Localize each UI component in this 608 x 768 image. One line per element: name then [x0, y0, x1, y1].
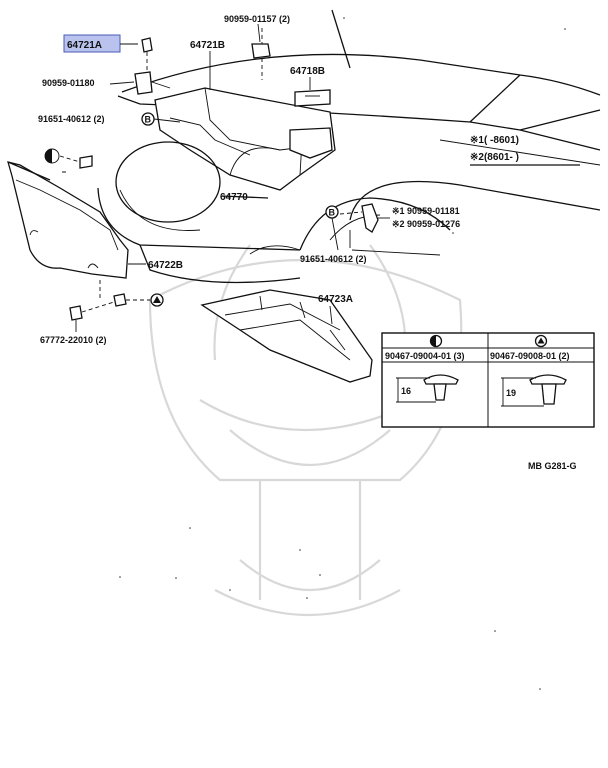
- spare-tire-cover-64770: [115, 141, 269, 231]
- half-circle-icon: [45, 149, 52, 163]
- clip-a-dimension: [396, 377, 436, 403]
- trunk-board-64722b: [7, 161, 129, 300]
- leader-line: [257, 23, 261, 43]
- clip-b-dimension: [501, 377, 544, 407]
- clip-legend-box: 90467-09004-01 (3) 90467-09008-01 (2) 16…: [381, 332, 595, 428]
- part-label-64718b[interactable]: 64718B: [290, 66, 325, 77]
- clip-b-length: 19: [506, 388, 516, 398]
- clip-a-length: 16: [401, 386, 411, 396]
- part-label-90959-01157[interactable]: 90959-01157 (2): [224, 14, 290, 24]
- triangle-glyph: [153, 296, 161, 303]
- part-label-64722b[interactable]: 64722B: [148, 260, 183, 271]
- leader-line: [109, 81, 135, 85]
- clip-b-part-number[interactable]: 90467-09008-01 (2): [490, 351, 570, 361]
- part-label-91651-top[interactable]: 91651-40612 (2): [38, 114, 105, 124]
- leader-line: [329, 305, 333, 325]
- part-label-90959-01180[interactable]: 90959-01180: [42, 78, 95, 88]
- car-body: [97, 9, 601, 284]
- b-circle-letter: B: [145, 115, 152, 125]
- clip-a-part-number[interactable]: 90467-09004-01 (3): [385, 351, 465, 361]
- variant-note-2: ※2(8601- ): [470, 152, 519, 163]
- clip-64721a: [141, 37, 153, 70]
- leader-line: [153, 118, 181, 123]
- clip-a-stem: [433, 383, 447, 401]
- clip-b-stem: [541, 383, 557, 405]
- part-label-67772[interactable]: 67772-22010 (2): [40, 335, 107, 345]
- part-label-64721b[interactable]: 64721B: [190, 40, 225, 51]
- clip-shape: [79, 155, 93, 169]
- clip-note-2[interactable]: ※2 90959-01276: [392, 219, 460, 229]
- screw-67772: [69, 293, 150, 332]
- clip-note-1[interactable]: ※1 90959-01181: [392, 206, 460, 216]
- clip-90959-01181: [339, 203, 379, 233]
- b-circle-letter: B: [329, 208, 336, 218]
- part-label-64723a[interactable]: 64723A: [318, 294, 353, 305]
- triangle-glyph: [537, 337, 545, 344]
- part-label-64770[interactable]: 64770: [220, 192, 248, 203]
- bracket-64718b: [289, 89, 333, 159]
- half-circle-fill: [430, 335, 436, 347]
- leader-line: [59, 155, 81, 163]
- part-label-91651-bot[interactable]: 91651-40612 (2): [300, 254, 367, 264]
- part-highlight: [63, 34, 121, 53]
- scan-specks: [119, 17, 566, 690]
- variant-note-1: ※1( -8601): [470, 135, 519, 146]
- hook-90959-01180: [134, 71, 171, 95]
- cover-64723a: [200, 289, 373, 383]
- clip-90959-01157: [251, 28, 271, 80]
- diagram-code: MB G281-G: [528, 461, 577, 471]
- part-label-64721a[interactable]: 64721A: [67, 40, 102, 51]
- leader-line: [331, 217, 339, 251]
- half-circle-outline: [44, 148, 60, 164]
